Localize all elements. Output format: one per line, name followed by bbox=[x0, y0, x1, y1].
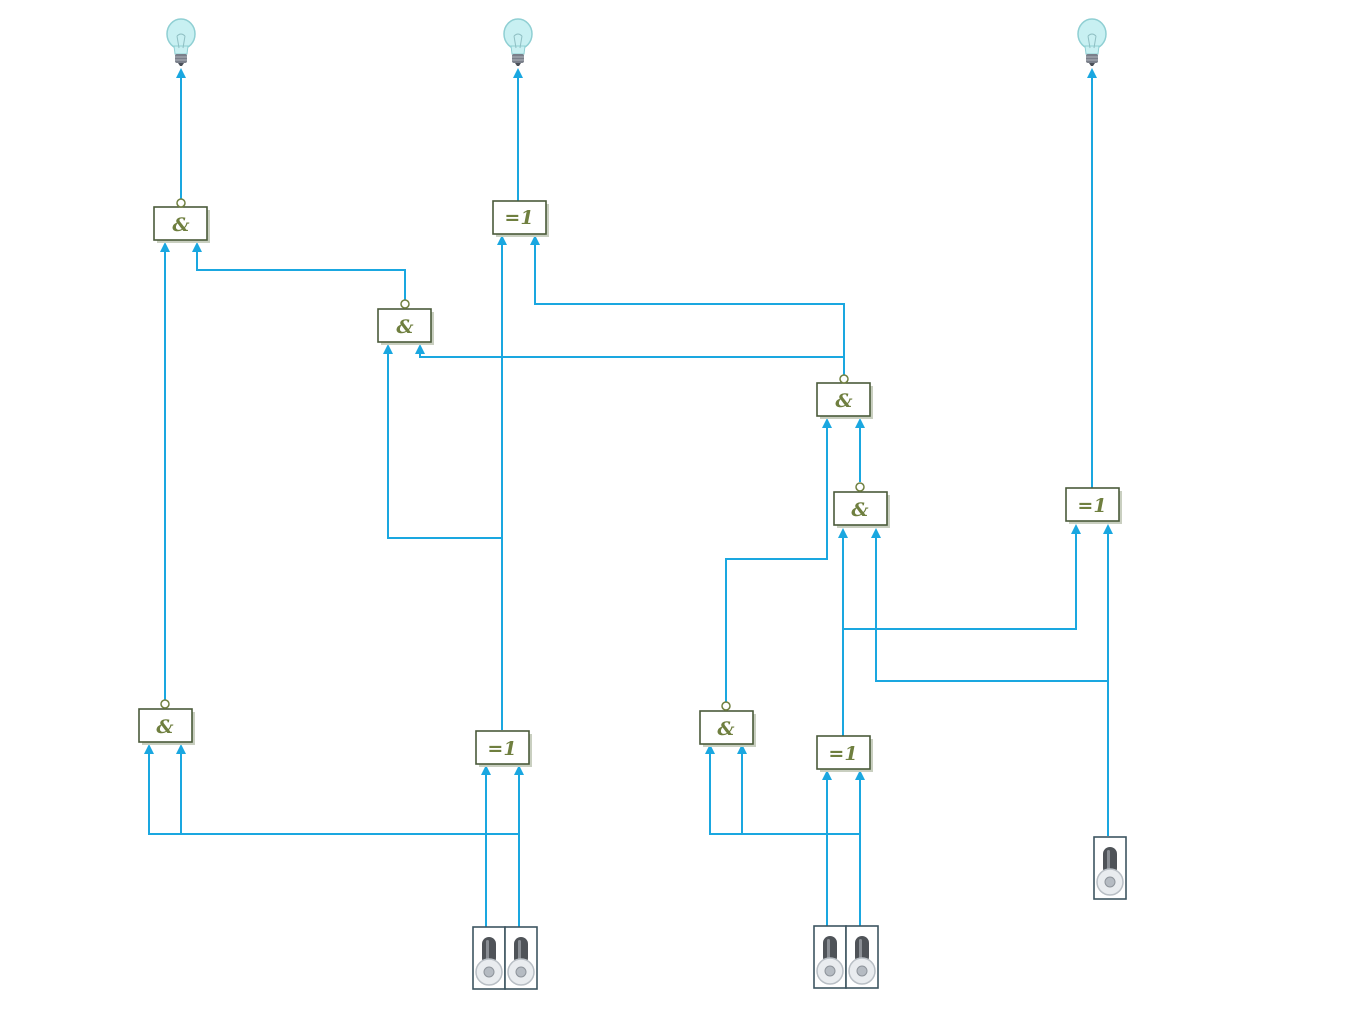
nand-gate[interactable]: & bbox=[699, 701, 756, 747]
lamp-icon[interactable] bbox=[503, 18, 533, 67]
nand-gate[interactable]: & bbox=[816, 374, 873, 419]
lamp-icon[interactable] bbox=[1077, 18, 1107, 67]
toggle-switch[interactable] bbox=[845, 925, 879, 989]
nand-gate[interactable]: & bbox=[138, 699, 195, 745]
xor-gate[interactable]: =1 bbox=[475, 730, 532, 767]
toggle-switch[interactable] bbox=[813, 925, 847, 989]
gate-label: =1 bbox=[1077, 495, 1106, 517]
gate-label: & bbox=[172, 214, 189, 236]
nand-gate[interactable]: & bbox=[377, 299, 434, 345]
toggle-switch[interactable] bbox=[1093, 836, 1127, 900]
gate-label: & bbox=[717, 718, 734, 740]
xor-gate[interactable]: =1 bbox=[816, 735, 873, 772]
gate-label: & bbox=[396, 316, 413, 338]
wires bbox=[148, 70, 1109, 928]
gate-label: =1 bbox=[487, 738, 516, 760]
arrowheads bbox=[144, 68, 1113, 780]
toggle-switch[interactable] bbox=[504, 926, 538, 990]
nand-gate[interactable]: & bbox=[153, 198, 210, 243]
xor-gate[interactable]: =1 bbox=[1065, 487, 1122, 524]
gate-label: & bbox=[835, 390, 852, 412]
gate-label: & bbox=[851, 499, 868, 521]
gate-label: =1 bbox=[504, 207, 533, 229]
nand-gate[interactable]: & bbox=[833, 482, 890, 528]
gate-label: =1 bbox=[828, 743, 857, 765]
toggle-switch[interactable] bbox=[472, 926, 506, 990]
lamp-icon[interactable] bbox=[166, 18, 196, 67]
xor-gate[interactable]: =1 bbox=[492, 200, 549, 237]
gate-label: & bbox=[156, 716, 173, 738]
